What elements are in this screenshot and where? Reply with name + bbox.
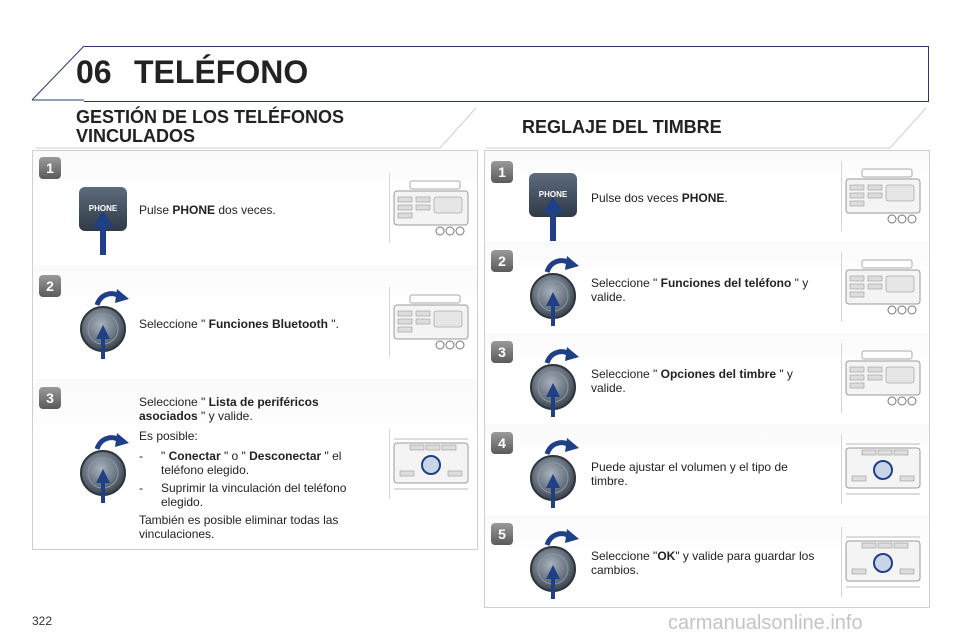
- radio-unit-icon: [389, 429, 472, 499]
- right-step-1: 1 PHONE Pulse dos veces PHONE.: [485, 151, 929, 243]
- page-number: 322: [32, 614, 53, 628]
- left-step-1: 1 PHONE Pulse PHONE dos veces.: [33, 151, 477, 266]
- right-step-5: 5 Seleccione "OK" y valide para guardar …: [485, 515, 929, 607]
- step-instruction: Pulse dos veces PHONE.: [591, 191, 728, 205]
- radio-unit-icon: [389, 287, 472, 357]
- rotary-knob-icon: [527, 343, 587, 419]
- step-number-badge: 5: [491, 523, 513, 545]
- right-steps-panel: 1 PHONE Pulse dos veces PHONE. 2 Selecci…: [484, 150, 930, 608]
- right-step-3: 3 Seleccione " Opciones del timbre " y v…: [485, 333, 929, 425]
- right-step-2: 2 Seleccione " Funciones del teléfono " …: [485, 242, 929, 334]
- rotary-knob-icon: [77, 285, 137, 361]
- left-steps-panel: 1 PHONE Pulse PHONE dos veces. 2 Selecci…: [32, 150, 478, 550]
- rotary-knob-icon: [527, 434, 587, 510]
- step-number-badge: 3: [491, 341, 513, 363]
- possible-label: Es posible:: [139, 429, 198, 443]
- step-instruction: Seleccione " Funciones del teléfono " y …: [591, 276, 809, 304]
- step-number-badge: 2: [491, 250, 513, 272]
- left-title-underline: [36, 107, 477, 149]
- option-connect: - " Conectar " o " Desconectar " el telé…: [139, 449, 342, 477]
- watermark: carmanualsonline.info: [668, 612, 863, 634]
- step-number-badge: 1: [39, 157, 61, 179]
- rotary-knob-icon: [77, 429, 137, 505]
- press-arrow-icon: [93, 211, 113, 255]
- right-step-4: 4 Puede ajustar el volumen y el tipo de …: [485, 424, 929, 516]
- option-delete: - Suprimir la vinculación del teléfono e…: [139, 481, 347, 509]
- step-instruction: Seleccione " Opciones del timbre " y val…: [591, 367, 793, 395]
- chapter-title: TELÉFONO: [134, 54, 309, 90]
- step-instruction: Seleccione " Lista de periféricos asocia…: [139, 395, 371, 547]
- radio-unit-icon: [841, 527, 924, 597]
- left-section-title: GESTIÓN DE LOS TELÉFONOS VINCULADOS: [76, 107, 345, 146]
- radio-unit-icon: [841, 252, 924, 322]
- rotary-knob-icon: [527, 525, 587, 601]
- step-number-badge: 1: [491, 161, 513, 183]
- rotary-knob-icon: [527, 252, 587, 328]
- step-number-badge: 2: [39, 275, 61, 297]
- step-instruction: Seleccione " Funciones Bluetooth ".: [139, 317, 339, 331]
- delete-all-note: También es posible eliminar todas las vi…: [139, 513, 339, 541]
- radio-unit-icon: [841, 434, 924, 504]
- left-step-3: 3 Seleccione " Lista de periféricos asoc…: [33, 379, 477, 549]
- left-step-2: 2 Seleccione " Funciones Bluetooth ".: [33, 265, 477, 380]
- press-arrow-icon: [543, 197, 563, 241]
- right-section-title: REGLAJE DEL TIMBRE: [522, 117, 722, 137]
- radio-unit-icon: [841, 343, 924, 413]
- step-number-badge: 3: [39, 387, 61, 409]
- step-number-badge: 4: [491, 432, 513, 454]
- radio-unit-icon: [389, 173, 472, 243]
- step-instruction: Pulse PHONE dos veces.: [139, 203, 276, 217]
- step-instruction: Puede ajustar el volumen y el tipo de ti…: [591, 460, 788, 488]
- radio-unit-icon: [841, 161, 924, 231]
- header-corner-icon: [31, 46, 84, 101]
- chapter-number: 06: [76, 54, 112, 90]
- step-instruction: Seleccione "OK" y valide para guardar lo…: [591, 549, 815, 577]
- chapter-header: [84, 46, 929, 102]
- right-title-underline: [486, 107, 927, 149]
